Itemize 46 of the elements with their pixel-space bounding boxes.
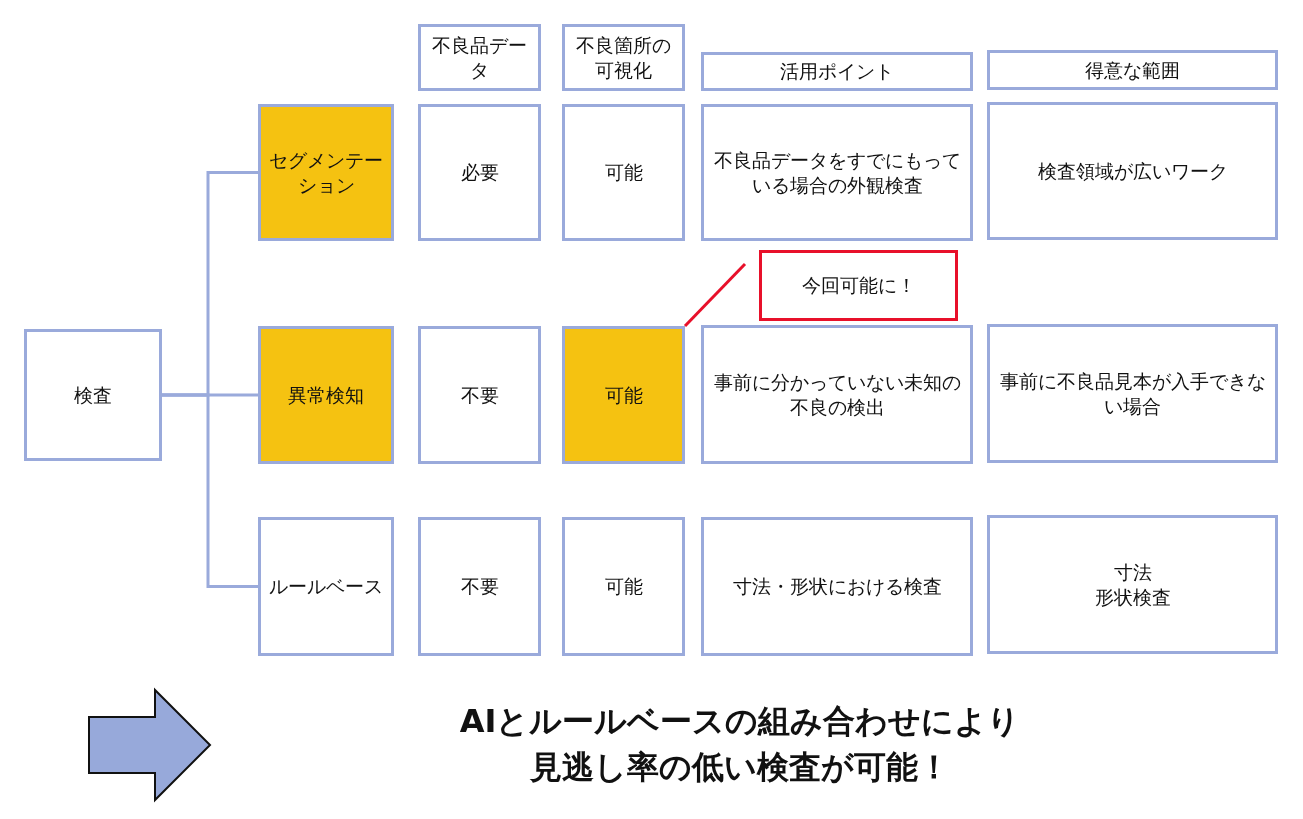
column-header <box>562 24 685 91</box>
value-text: 可能 <box>604 574 643 599</box>
table-box <box>987 102 1278 240</box>
method-box <box>258 326 394 464</box>
table-box <box>418 517 541 656</box>
root-label: 検査 <box>74 382 112 408</box>
connector-line <box>162 393 258 588</box>
header-text: 活用ポイント <box>780 59 894 84</box>
value-text: 可能 <box>604 382 643 408</box>
description-text: 検査領域が広いワーク <box>1037 158 1228 184</box>
header-text: 不良品データ <box>431 32 528 83</box>
table-box <box>701 104 973 241</box>
callout-text: 今回可能に！ <box>801 273 916 298</box>
column-header <box>987 50 1278 90</box>
root-box <box>24 329 162 461</box>
method-label: セグメンテーション <box>269 147 383 198</box>
table-box <box>562 326 685 464</box>
value-text: 不要 <box>460 382 499 408</box>
value-text: 不要 <box>460 574 499 599</box>
method-box <box>258 104 394 241</box>
method-label: ルールベース <box>269 574 383 599</box>
description-text: 事前に分かっていない未知の不良の検出 <box>712 369 962 420</box>
method-box <box>258 517 394 656</box>
description-text: 寸法・形状における検査 <box>732 574 942 599</box>
description-text: 寸法 <box>1113 559 1152 585</box>
value-text: 可能 <box>604 160 643 185</box>
callout-box <box>759 250 958 321</box>
table-box <box>418 326 541 464</box>
header-text: 不良箇所の可視化 <box>575 32 672 83</box>
description-text: 不良品データをすでにもっている場合の外観検査 <box>712 147 962 198</box>
method-label: 異常検知 <box>288 382 364 408</box>
conclusion-text: AIとルールベースの組み合わせにより <box>458 701 1022 742</box>
column-header <box>418 24 541 91</box>
conclusion-text: 見逃し率の低い検査が可能！ <box>529 747 951 788</box>
table-box <box>418 104 541 241</box>
table-box <box>562 517 685 656</box>
description-text: 形状検査 <box>1094 584 1171 610</box>
column-header <box>701 52 973 91</box>
value-text: 必要 <box>460 160 499 185</box>
table-box <box>562 104 685 241</box>
header-text: 得意な範囲 <box>1085 57 1180 83</box>
table-box <box>701 325 973 464</box>
table-box <box>987 324 1278 463</box>
table-box <box>701 517 973 656</box>
table-box <box>987 515 1278 654</box>
description-text: 事前に不良品見本が入手できない場合 <box>998 368 1267 419</box>
